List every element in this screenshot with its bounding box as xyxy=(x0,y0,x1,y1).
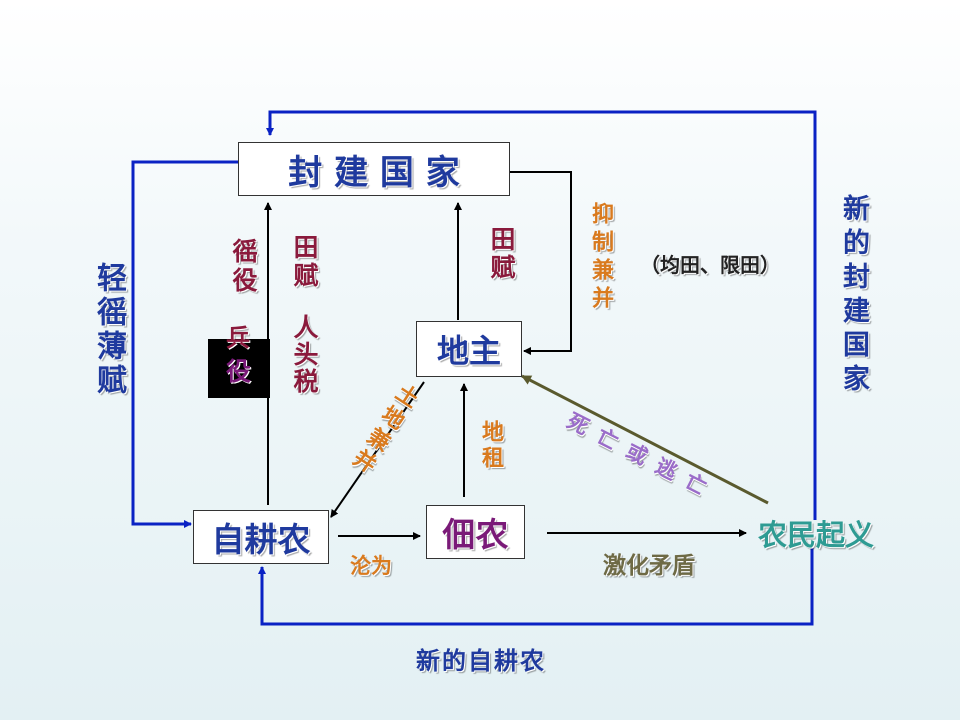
label-suppress-annexation: 抑制兼并 xyxy=(588,202,613,314)
arrow-state-to-owner-light-taxes xyxy=(131,160,238,528)
arrow-uprising-to-landlord xyxy=(521,374,769,505)
node-feudal-state: 封 建 国 家 xyxy=(238,142,510,196)
arrow-state-suppress-annexation xyxy=(510,171,572,355)
node-peasant-uprising: 农民起义 xyxy=(758,518,875,552)
label-military-service-bottom: 役 xyxy=(226,357,252,386)
arrow-landlord-annex-owner xyxy=(330,381,425,518)
node-landlord: 地主 xyxy=(416,321,522,377)
label-become: 沦为 xyxy=(350,554,392,578)
highlight-block xyxy=(208,339,270,398)
node-owner-peasant: 自耕农 xyxy=(193,510,329,564)
label-corvee: 徭役 xyxy=(229,238,258,296)
arrow-uprising-to-new-owner xyxy=(258,548,814,626)
label-intensify-conflict: 激化矛盾 xyxy=(603,553,695,579)
label-new-owner-peasant: 新的自耕农 xyxy=(416,647,546,675)
arrow-uprising-to-state xyxy=(266,110,817,520)
label-poll-tax: 人头税 xyxy=(290,314,319,395)
label-new-feudal-state: 新的封建国家 xyxy=(838,194,869,398)
label-land-tax-right: 田赋 xyxy=(487,226,516,282)
label-land-rent: 地租 xyxy=(478,420,503,472)
node-tenant-farmer: 佃农 xyxy=(426,505,525,559)
label-light-taxes: 轻徭薄赋 xyxy=(91,262,126,398)
label-military-service-top: 兵 xyxy=(226,324,250,352)
label-land-tax-left: 田赋 xyxy=(290,234,319,290)
label-equal-field-system: （均田、限田） xyxy=(640,253,780,277)
